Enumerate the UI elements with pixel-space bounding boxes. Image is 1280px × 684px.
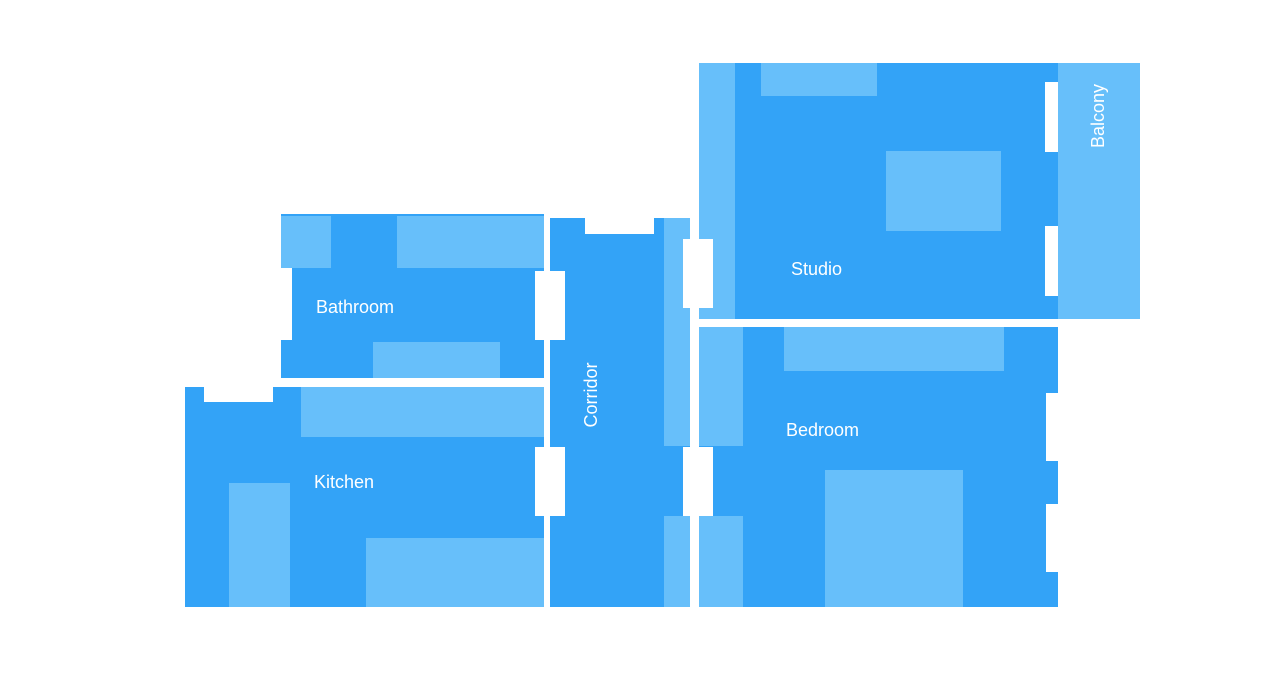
- bedroom-wardrobe-upper: [699, 327, 743, 446]
- door-corridor-bedroom: [683, 447, 713, 516]
- bedroom-window-lower: [1046, 504, 1058, 572]
- door-studio-balcony-upper: [1045, 82, 1058, 152]
- kitchen-label: Kitchen: [314, 472, 375, 492]
- studio-label: Studio: [791, 259, 843, 279]
- room-studio: Studio: [699, 63, 1058, 319]
- kitchen-entry-opening: [204, 387, 273, 402]
- bedroom-bed: [825, 470, 963, 607]
- bathroom-wall-notch: [281, 268, 292, 340]
- door-kitchen-corridor: [535, 447, 565, 516]
- door-corridor-studio: [683, 239, 713, 308]
- studio-shelf-top: [761, 63, 877, 96]
- corridor-label: Corridor: [581, 362, 601, 428]
- balcony-label: Balcony: [1088, 83, 1108, 149]
- kitchen-counter-top: [301, 387, 544, 437]
- bathroom-fixture-bottom: [373, 342, 500, 378]
- corridor-shelf-lower: [664, 516, 690, 607]
- room-kitchen: Kitchen: [185, 387, 544, 607]
- door-bathroom-corridor: [535, 271, 565, 340]
- door-studio-balcony-lower: [1045, 226, 1058, 296]
- corridor-top-opening: [585, 218, 654, 234]
- bedroom-window-upper: [1046, 393, 1058, 461]
- room-bathroom: Bathroom: [281, 214, 544, 378]
- room-balcony: Balcony: [1058, 63, 1140, 319]
- bathroom-fixture-top-right: [397, 216, 544, 268]
- kitchen-counter-left: [229, 483, 290, 607]
- bedroom-wardrobe-lower: [699, 516, 743, 607]
- bathroom-fixture-top-left: [281, 216, 331, 268]
- bedroom-dresser: [784, 327, 1004, 371]
- room-corridor: Corridor: [550, 218, 690, 607]
- studio-desk: [886, 151, 1001, 231]
- bedroom-label: Bedroom: [786, 420, 860, 440]
- kitchen-table: [366, 538, 544, 607]
- bathroom-label: Bathroom: [316, 297, 395, 317]
- room-bedroom: Bedroom: [699, 327, 1058, 607]
